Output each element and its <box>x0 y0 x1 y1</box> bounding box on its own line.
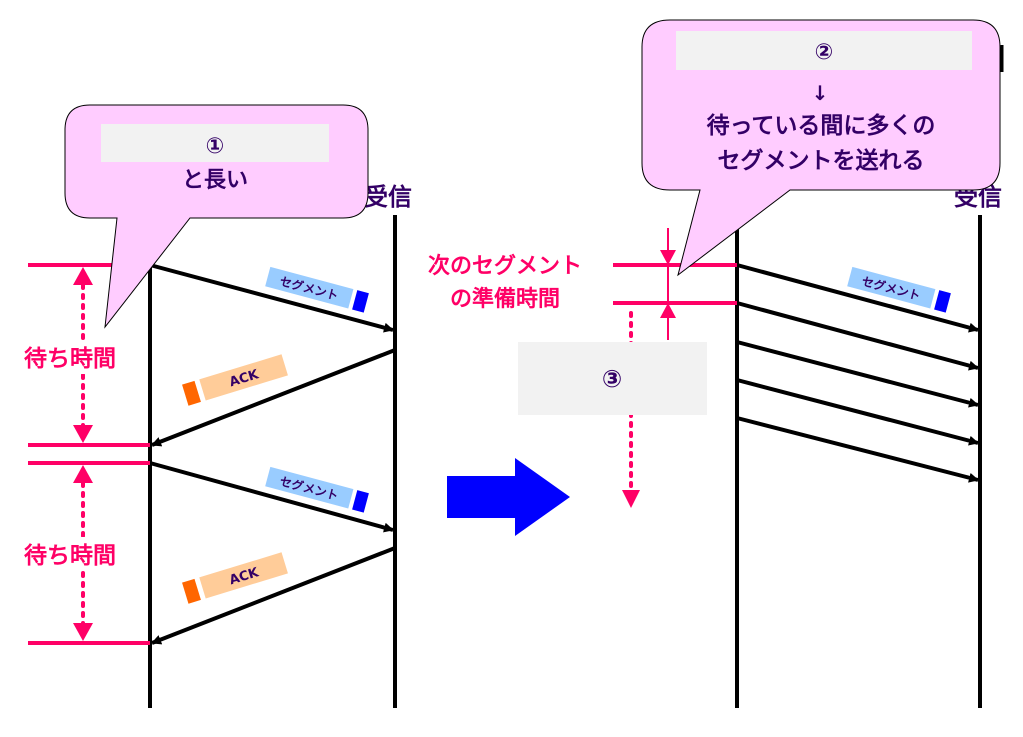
segment-arrow <box>149 263 394 333</box>
left-wait-markers <box>28 263 150 645</box>
arrowhead-down-icon <box>73 425 93 443</box>
wait-time-label-1: 待ち時間 <box>24 345 116 372</box>
callout-2-placeholder <box>676 31 972 70</box>
callout-1-placeholder <box>101 124 329 162</box>
arrowhead-up-icon <box>73 267 93 285</box>
placeholder-box-3 <box>518 342 707 415</box>
callout-2-line2: セグメントを送れる <box>718 147 925 174</box>
box-3-number: ③ <box>602 365 622 393</box>
callout-1: ① と長い <box>64 104 369 329</box>
callout-2-arrow: ↓ <box>812 81 829 105</box>
callout-1-text: と長い <box>182 168 248 193</box>
segment-tag-1: セグメント <box>265 266 369 313</box>
left-diagram: 受信 待ち時間 待ち時間 セグメ <box>8 104 412 708</box>
segment-arrow <box>736 301 979 371</box>
segment-tag-2: セグメント <box>265 466 369 513</box>
left-receiver-label: 受信 <box>364 183 412 211</box>
arrowhead-down-icon <box>660 250 676 265</box>
ack-tag-2: ACK <box>182 552 288 604</box>
segment-tag-3: セグメント <box>847 266 951 313</box>
right-diagram: 受信 次のセグメント の準備時間 ③ セグメント <box>428 19 1004 708</box>
left-message-arrows <box>149 263 396 645</box>
arrowhead-down-icon <box>622 490 640 508</box>
callout-1-number: ① <box>206 134 225 159</box>
ack-tag-1: ACK <box>182 354 288 406</box>
prep-time-label-line1: 次のセグメント <box>428 253 582 279</box>
arrowhead-up-icon <box>73 465 93 483</box>
prep-time-label-line2: の準備時間 <box>450 286 560 312</box>
segment-arrow <box>736 340 979 408</box>
ack-arrow <box>151 546 396 645</box>
arrowhead-up-icon <box>660 303 676 318</box>
segment-arrow <box>736 416 979 483</box>
callout-2: ② ↓ 待っている間に多くの セグメントを送れる <box>641 19 1001 277</box>
arrowhead-down-icon <box>73 623 93 641</box>
ack-arrow <box>151 348 396 447</box>
callout-2-number: ② <box>815 40 834 65</box>
transition-arrow-icon <box>447 458 570 536</box>
segment-arrow <box>736 263 979 333</box>
wait-dotted-arrows <box>73 267 93 641</box>
callout-2-line1: 待っている間に多くの <box>707 112 936 139</box>
segment-arrow <box>736 378 979 446</box>
right-segment-arrows <box>736 263 979 483</box>
wait-time-label-2: 待ち時間 <box>24 542 116 569</box>
segment-arrow <box>149 461 394 533</box>
